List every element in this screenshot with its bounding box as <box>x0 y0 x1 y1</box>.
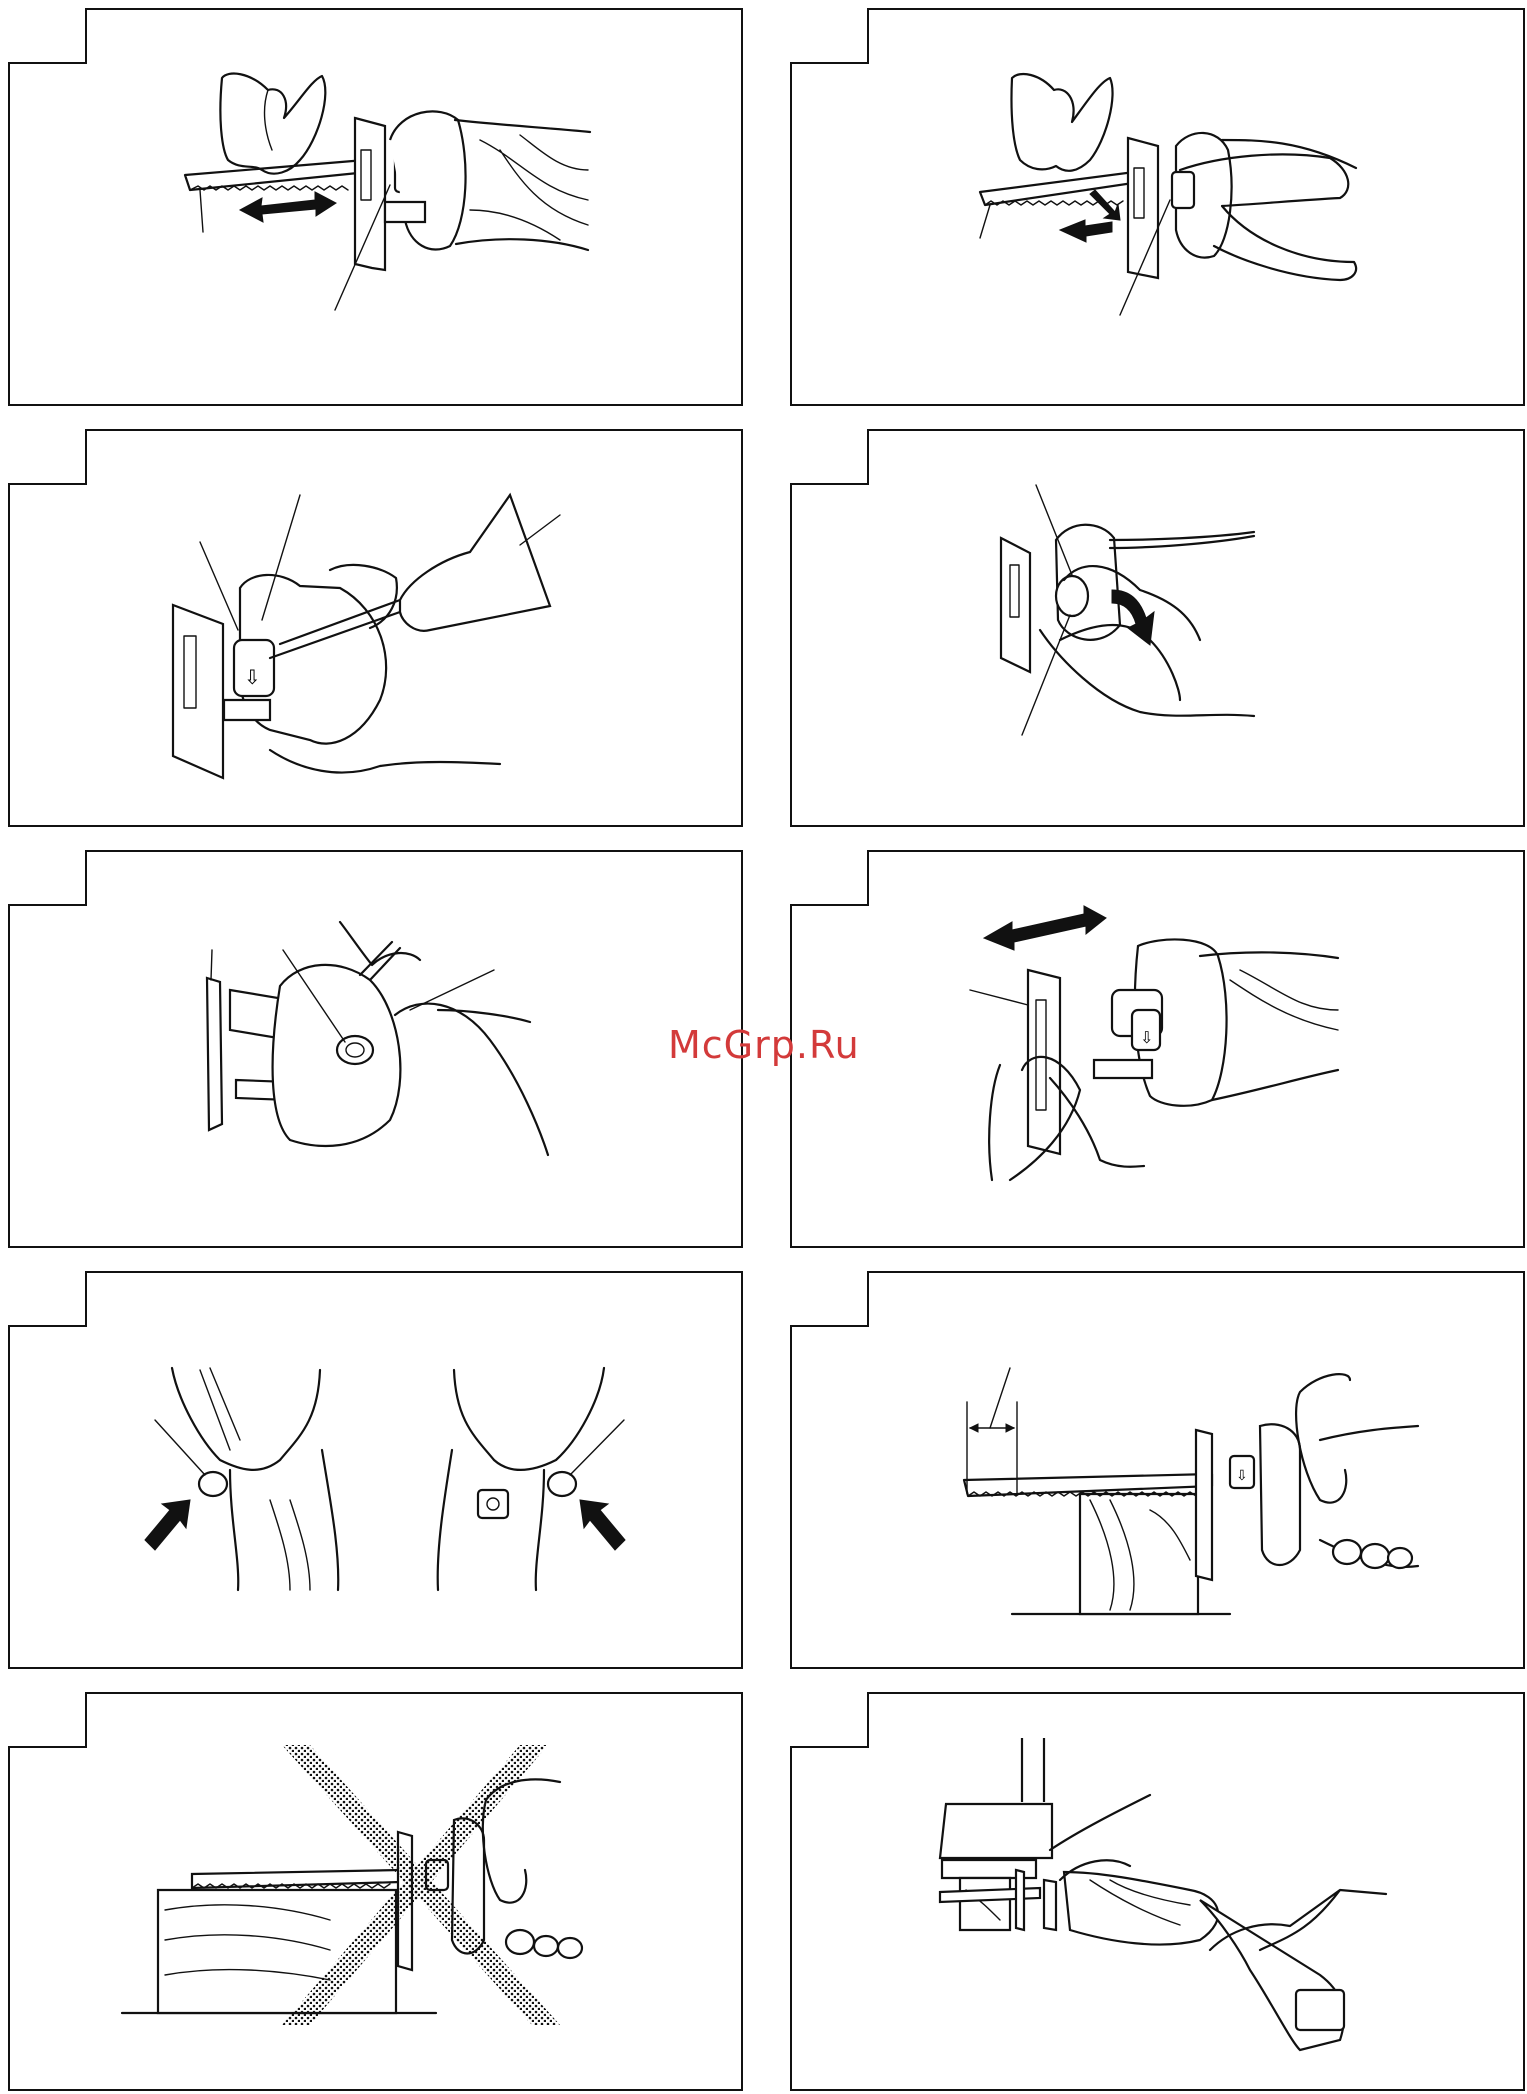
panel-pipe-cutting <box>791 1693 1524 2090</box>
panel-blade-release <box>791 9 1524 405</box>
svg-text:⇩: ⇩ <box>1140 1028 1153 1047</box>
panel-blade-insert: ⇩ <box>9 9 742 405</box>
svg-text:⇩: ⇩ <box>1236 1468 1248 1484</box>
watermark-text: McGrp.Ru <box>668 1023 868 1067</box>
svg-text:⇩: ⇩ <box>244 665 261 689</box>
panel-switch-buttons <box>9 1272 742 1668</box>
panel-cutting-depth: ⇩ <box>791 1272 1524 1668</box>
panel-lever-lubrication: ⇩ <box>9 430 742 826</box>
panel-incorrect-cutting <box>9 1693 742 2090</box>
panel-screw-adjust <box>9 851 742 1247</box>
panel-base-adjust: ⇩ <box>791 851 1524 1247</box>
panel-lever-turn <box>791 430 1524 826</box>
